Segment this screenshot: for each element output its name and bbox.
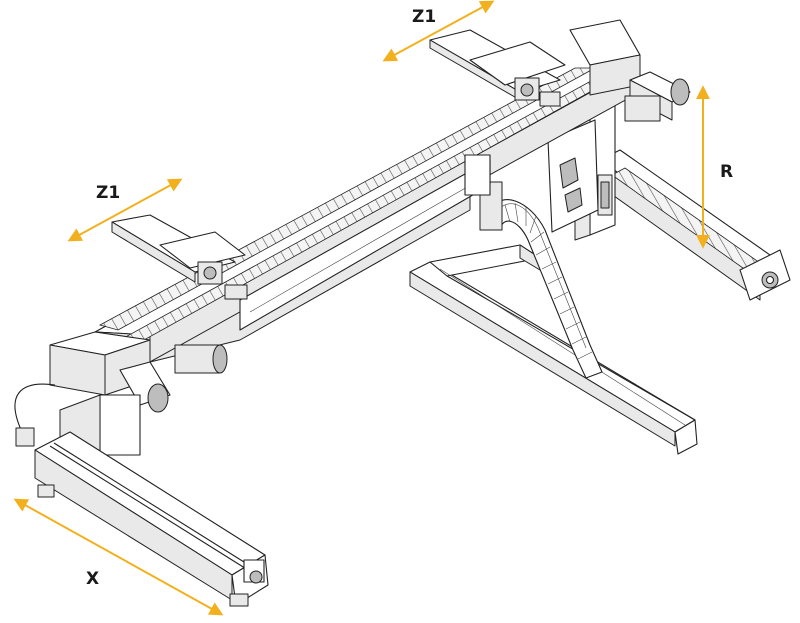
z1-top-arrow — [382, 0, 495, 62]
axis-arrows — [13, 0, 710, 616]
left-end-assembly — [14, 331, 228, 466]
z1-top-label: Z1 — [412, 7, 436, 27]
main-beam-rack — [98, 67, 596, 331]
x-label: X — [86, 569, 99, 589]
floor-rail-frame — [409, 244, 698, 455]
r-label: R — [720, 162, 733, 182]
right-arm-assembly — [547, 91, 791, 301]
right-arm-rack — [611, 167, 771, 279]
z1-left-arrow — [67, 178, 183, 242]
x-rail — [34, 431, 269, 607]
top-motor — [624, 71, 691, 122]
x-arrow — [13, 498, 224, 616]
main-beam-rack-lower — [119, 75, 617, 346]
z1-left-label: Z1 — [96, 183, 120, 203]
